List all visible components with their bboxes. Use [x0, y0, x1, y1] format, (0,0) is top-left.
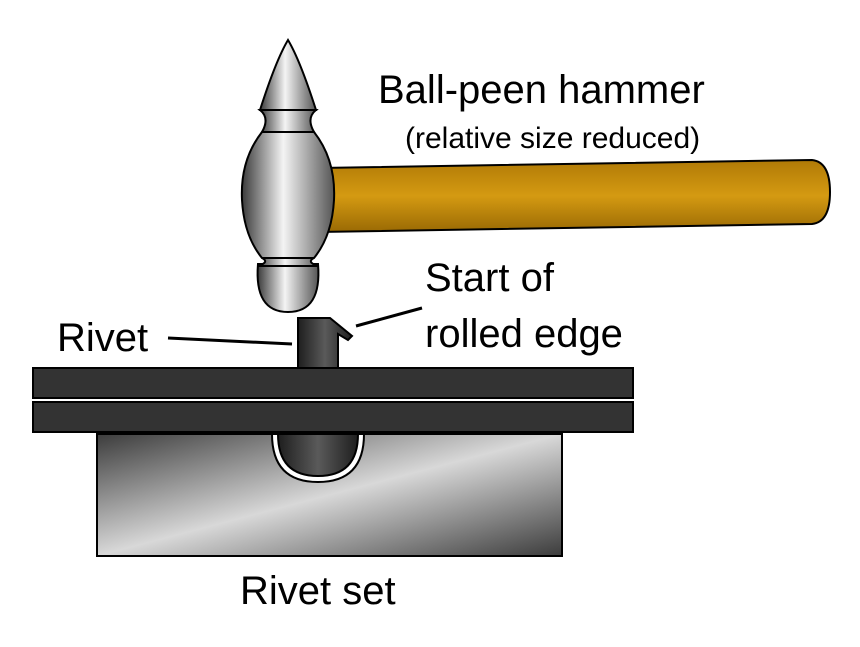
hammer-label: Ball-peen hammer	[378, 68, 705, 112]
rolled-edge-leader-line	[355, 306, 423, 328]
lower-plate	[32, 401, 634, 433]
upper-plate	[32, 367, 634, 399]
hammer-handle	[317, 158, 832, 234]
rivet-set-label: Rivet set	[240, 569, 396, 613]
hammer-ball-peen	[256, 263, 320, 314]
rivet-head	[276, 433, 360, 478]
rolled-edge-label-line1: Start of	[425, 256, 554, 300]
hammer-head-body	[240, 131, 336, 259]
hammer-size-note: (relative size reduced)	[405, 122, 701, 155]
hammer-neck-bottom	[257, 257, 319, 267]
hammer-cross-peen	[258, 38, 318, 111]
rivet-label: Rivet	[57, 316, 149, 360]
rivet-leader-line	[167, 336, 293, 346]
rolled-edge-label-line2: rolled edge	[425, 312, 623, 356]
hammer-neck-top	[257, 109, 319, 133]
rivet-shank	[297, 317, 354, 369]
